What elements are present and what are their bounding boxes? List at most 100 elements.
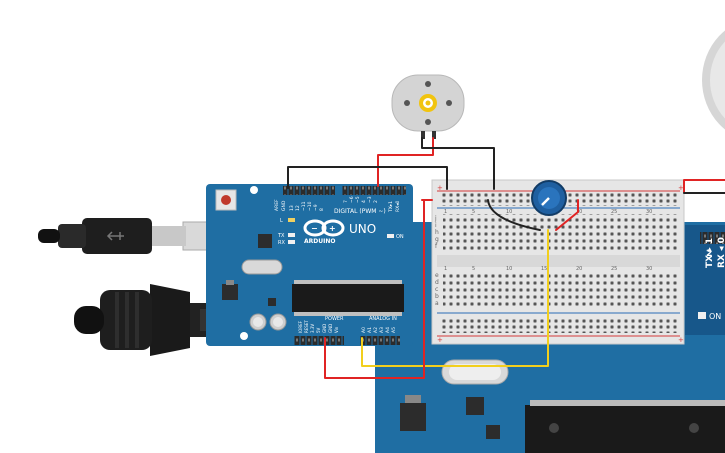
svg-text:7: 7: [343, 200, 349, 203]
column-number: 25: [611, 209, 617, 215]
power-wire-red[interactable]: [324, 199, 425, 379]
mounting-hole: [240, 332, 248, 340]
svg-text:A5: A5: [391, 327, 397, 333]
tx-pin-label: TX ▸ 1: [705, 238, 715, 268]
signal-wire-yellow[interactable]: [361, 229, 549, 367]
analog-label: ANALOG IN: [369, 316, 397, 322]
on-led-icon: [698, 312, 706, 319]
mounting-hole: [250, 186, 258, 194]
motor-shaft-icon: [419, 94, 437, 112]
svg-text:12: 12: [295, 205, 301, 211]
crystal-icon: [241, 259, 283, 275]
row-letter: d: [435, 279, 439, 286]
column-number: 25: [611, 266, 617, 272]
svg-text:~9: ~9: [313, 204, 319, 211]
l-led-label: L: [280, 218, 283, 224]
regulator-icon: [400, 403, 426, 431]
power-header[interactable]: [294, 336, 344, 345]
svg-text:A2: A2: [373, 327, 379, 333]
row-letter: c: [435, 286, 438, 293]
svg-text:~11: ~11: [301, 201, 307, 211]
pin-label-2: 2: [706, 249, 712, 259]
board-brand: ARDUINO: [304, 238, 335, 245]
pot-wire-black[interactable]: [487, 199, 541, 231]
voltage-regulator: [222, 284, 238, 300]
column-number: 30: [646, 266, 652, 272]
column-number: 20: [576, 266, 582, 272]
column-number: 30: [646, 209, 652, 215]
rx-led-label: RX: [278, 240, 285, 246]
column-number: 20: [576, 209, 582, 215]
column-number: 1: [444, 266, 447, 272]
pot-wire-red[interactable]: [555, 199, 579, 231]
svg-text:+: +: [437, 184, 443, 192]
row-letter: i: [435, 222, 437, 229]
svg-text:AREF: AREF: [274, 199, 280, 211]
board-model: UNO: [349, 222, 376, 236]
power-label: POWER: [325, 316, 344, 322]
svg-text:5V: 5V: [316, 327, 321, 333]
svg-text:RX◂0: RX◂0: [395, 201, 401, 212]
svg-text:8: 8: [319, 208, 325, 211]
motor-wire-red[interactable]: [377, 137, 434, 187]
svg-text:+: +: [678, 336, 684, 344]
digital-pin-labels: AREF GND 13 12 ~11 ~10 ~9 8 7 ~6 ~5 4 ~3…: [274, 196, 401, 213]
column-number: 1: [444, 209, 447, 215]
reset-button-cap: [221, 195, 231, 205]
column-number: 10: [506, 209, 512, 215]
usb-chip: [258, 234, 272, 248]
column-number: 5: [472, 266, 475, 272]
digital-header-right[interactable]: [342, 186, 406, 195]
dc-motor-icon[interactable]: [391, 74, 465, 139]
svg-text:13: 13: [289, 205, 295, 211]
row-letter: j: [434, 215, 437, 222]
svg-text:4: 4: [361, 200, 367, 203]
svg-text:~3: ~3: [367, 196, 373, 203]
row-letter: f: [435, 243, 438, 250]
column-number: 15: [541, 266, 547, 272]
breadboard[interactable]: + + + + j i h g f e d c b a 1 5 10: [431, 179, 685, 345]
digital-label: DIGITAL (PWM ~): [334, 208, 386, 215]
rx-pin-label: RX ◂ 0: [717, 237, 725, 268]
svg-text:GND: GND: [322, 324, 327, 333]
svg-text:2: 2: [373, 200, 379, 203]
column-number: 10: [506, 266, 512, 272]
tx-led-label: TX: [277, 233, 285, 239]
chip-icon: [466, 397, 484, 415]
analog-pin-labels: A0 A1 A2 A3 A4 A5: [361, 327, 397, 333]
gnd-wire-black[interactable]: [287, 166, 448, 190]
svg-text:+: +: [678, 184, 684, 192]
analog-header[interactable]: [360, 336, 400, 345]
svg-text:+: +: [437, 336, 443, 344]
svg-text:IOREF: IOREF: [298, 320, 303, 333]
svg-text:GND: GND: [328, 324, 333, 333]
row-letter: h: [435, 229, 439, 236]
svg-text:GND: GND: [281, 200, 287, 211]
svg-text:RESET: RESET: [304, 320, 309, 333]
svg-text:A4: A4: [385, 327, 391, 333]
row-letter: a: [435, 300, 439, 307]
offscreen-wire-red[interactable]: [683, 179, 725, 193]
digital-header-left[interactable]: [283, 186, 335, 195]
power-pin-labels: IOREF RESET 3.3V 5V GND GND Vin: [298, 320, 339, 333]
arduino-uno-board[interactable]: DIGITAL (PWM ~) AREF GND 13 12 ~11 ~10 ~…: [206, 184, 413, 346]
motor-wire-black[interactable]: [421, 137, 495, 190]
svg-text:3.3V: 3.3V: [310, 324, 315, 333]
atmega-chip: [292, 284, 404, 312]
svg-text:A0: A0: [361, 327, 367, 333]
usb-plug-icon[interactable]: [38, 218, 236, 254]
power-led-label: ON: [396, 234, 404, 240]
row-letter: b: [435, 293, 439, 300]
svg-text:~6: ~6: [349, 196, 355, 203]
svg-text:A3: A3: [379, 327, 385, 333]
svg-text:−: −: [311, 224, 318, 233]
row-letter: e: [435, 272, 439, 279]
potentiometer-icon[interactable]: [531, 180, 567, 216]
svg-text:TX▸1: TX▸1: [388, 201, 394, 213]
svg-text:A1: A1: [367, 327, 373, 333]
svg-text:~5: ~5: [355, 196, 361, 203]
column-number: 5: [472, 209, 475, 215]
svg-text:+: +: [329, 224, 336, 233]
component-partial-top-right[interactable]: [702, 18, 725, 142]
